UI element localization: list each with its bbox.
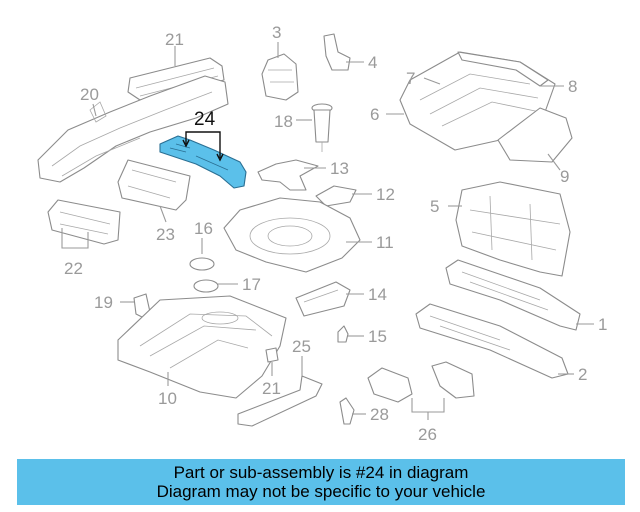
part-21-rail [127,57,225,101]
callout-15[interactable]: 15 [368,327,387,346]
callout-19[interactable]: 19 [94,293,113,312]
part-27-brackets [367,361,475,403]
callout-5[interactable]: 5 [430,197,439,216]
callout-27[interactable]: 26 [418,425,437,444]
parts-diagram: 21 20 3 4 18 7 8 6 9 [37,23,607,444]
part-20-side-member [37,75,229,183]
callout-26[interactable]: 25 [292,337,311,356]
callout-3[interactable]: 3 [272,23,281,42]
callout-13[interactable]: 13 [330,159,349,178]
callout-17[interactable]: 17 [242,275,261,294]
info-banner: Part or sub-assembly is #24 in diagram D… [17,459,625,505]
part-22-clip [265,347,279,363]
callout-22[interactable]: 21 [262,379,281,398]
part-18-jack [311,103,333,152]
callout-28[interactable]: 28 [370,405,389,424]
part-4-bracket [323,33,351,71]
callout-9[interactable]: 9 [560,167,569,186]
part-10-floor-pan [117,295,287,399]
callout-16[interactable]: 16 [194,219,213,238]
callout-21[interactable]: 21 [165,30,184,49]
part-25-bracket [117,159,191,211]
callout-25[interactable]: 23 [156,225,175,244]
part-15-clip [337,325,349,343]
part-13-bracket [257,159,319,191]
part-1-panel [445,259,581,331]
callout-8[interactable]: 8 [568,77,577,96]
callout-18[interactable]: 18 [274,112,293,131]
callout-24[interactable]: 24 [194,109,216,130]
callout-23[interactable]: 22 [64,259,83,278]
callout-7[interactable]: 7 [406,69,415,88]
callout-12[interactable]: 12 [376,185,395,204]
part-26-bracket [237,375,323,427]
callout-2[interactable]: 2 [578,365,587,384]
callout-20[interactable]: 20 [80,85,99,104]
callout-14[interactable]: 14 [368,285,387,304]
part-16-grommet [189,257,215,271]
callout-11[interactable]: 11 [376,233,394,252]
part-14-bracket [295,281,351,317]
part-24-highlighted [159,135,247,189]
callout-6[interactable]: 6 [370,105,379,124]
part-5-rear-panel [455,181,571,277]
part-17-grommet [193,279,219,293]
part-11-wheel-well [223,197,361,273]
banner-line-1: Part or sub-assembly is #24 in diagram [173,463,469,482]
part-23-crossmember [47,199,121,245]
part-9-cover [497,107,573,163]
callout-4[interactable]: 4 [368,53,377,72]
callout-1[interactable]: 1 [598,315,607,334]
banner-line-2: Diagram may not be specific to your vehi… [156,482,486,501]
part-3-bracket [261,53,299,101]
callout-10[interactable]: 10 [158,389,177,408]
part-28-bracket [339,397,355,425]
